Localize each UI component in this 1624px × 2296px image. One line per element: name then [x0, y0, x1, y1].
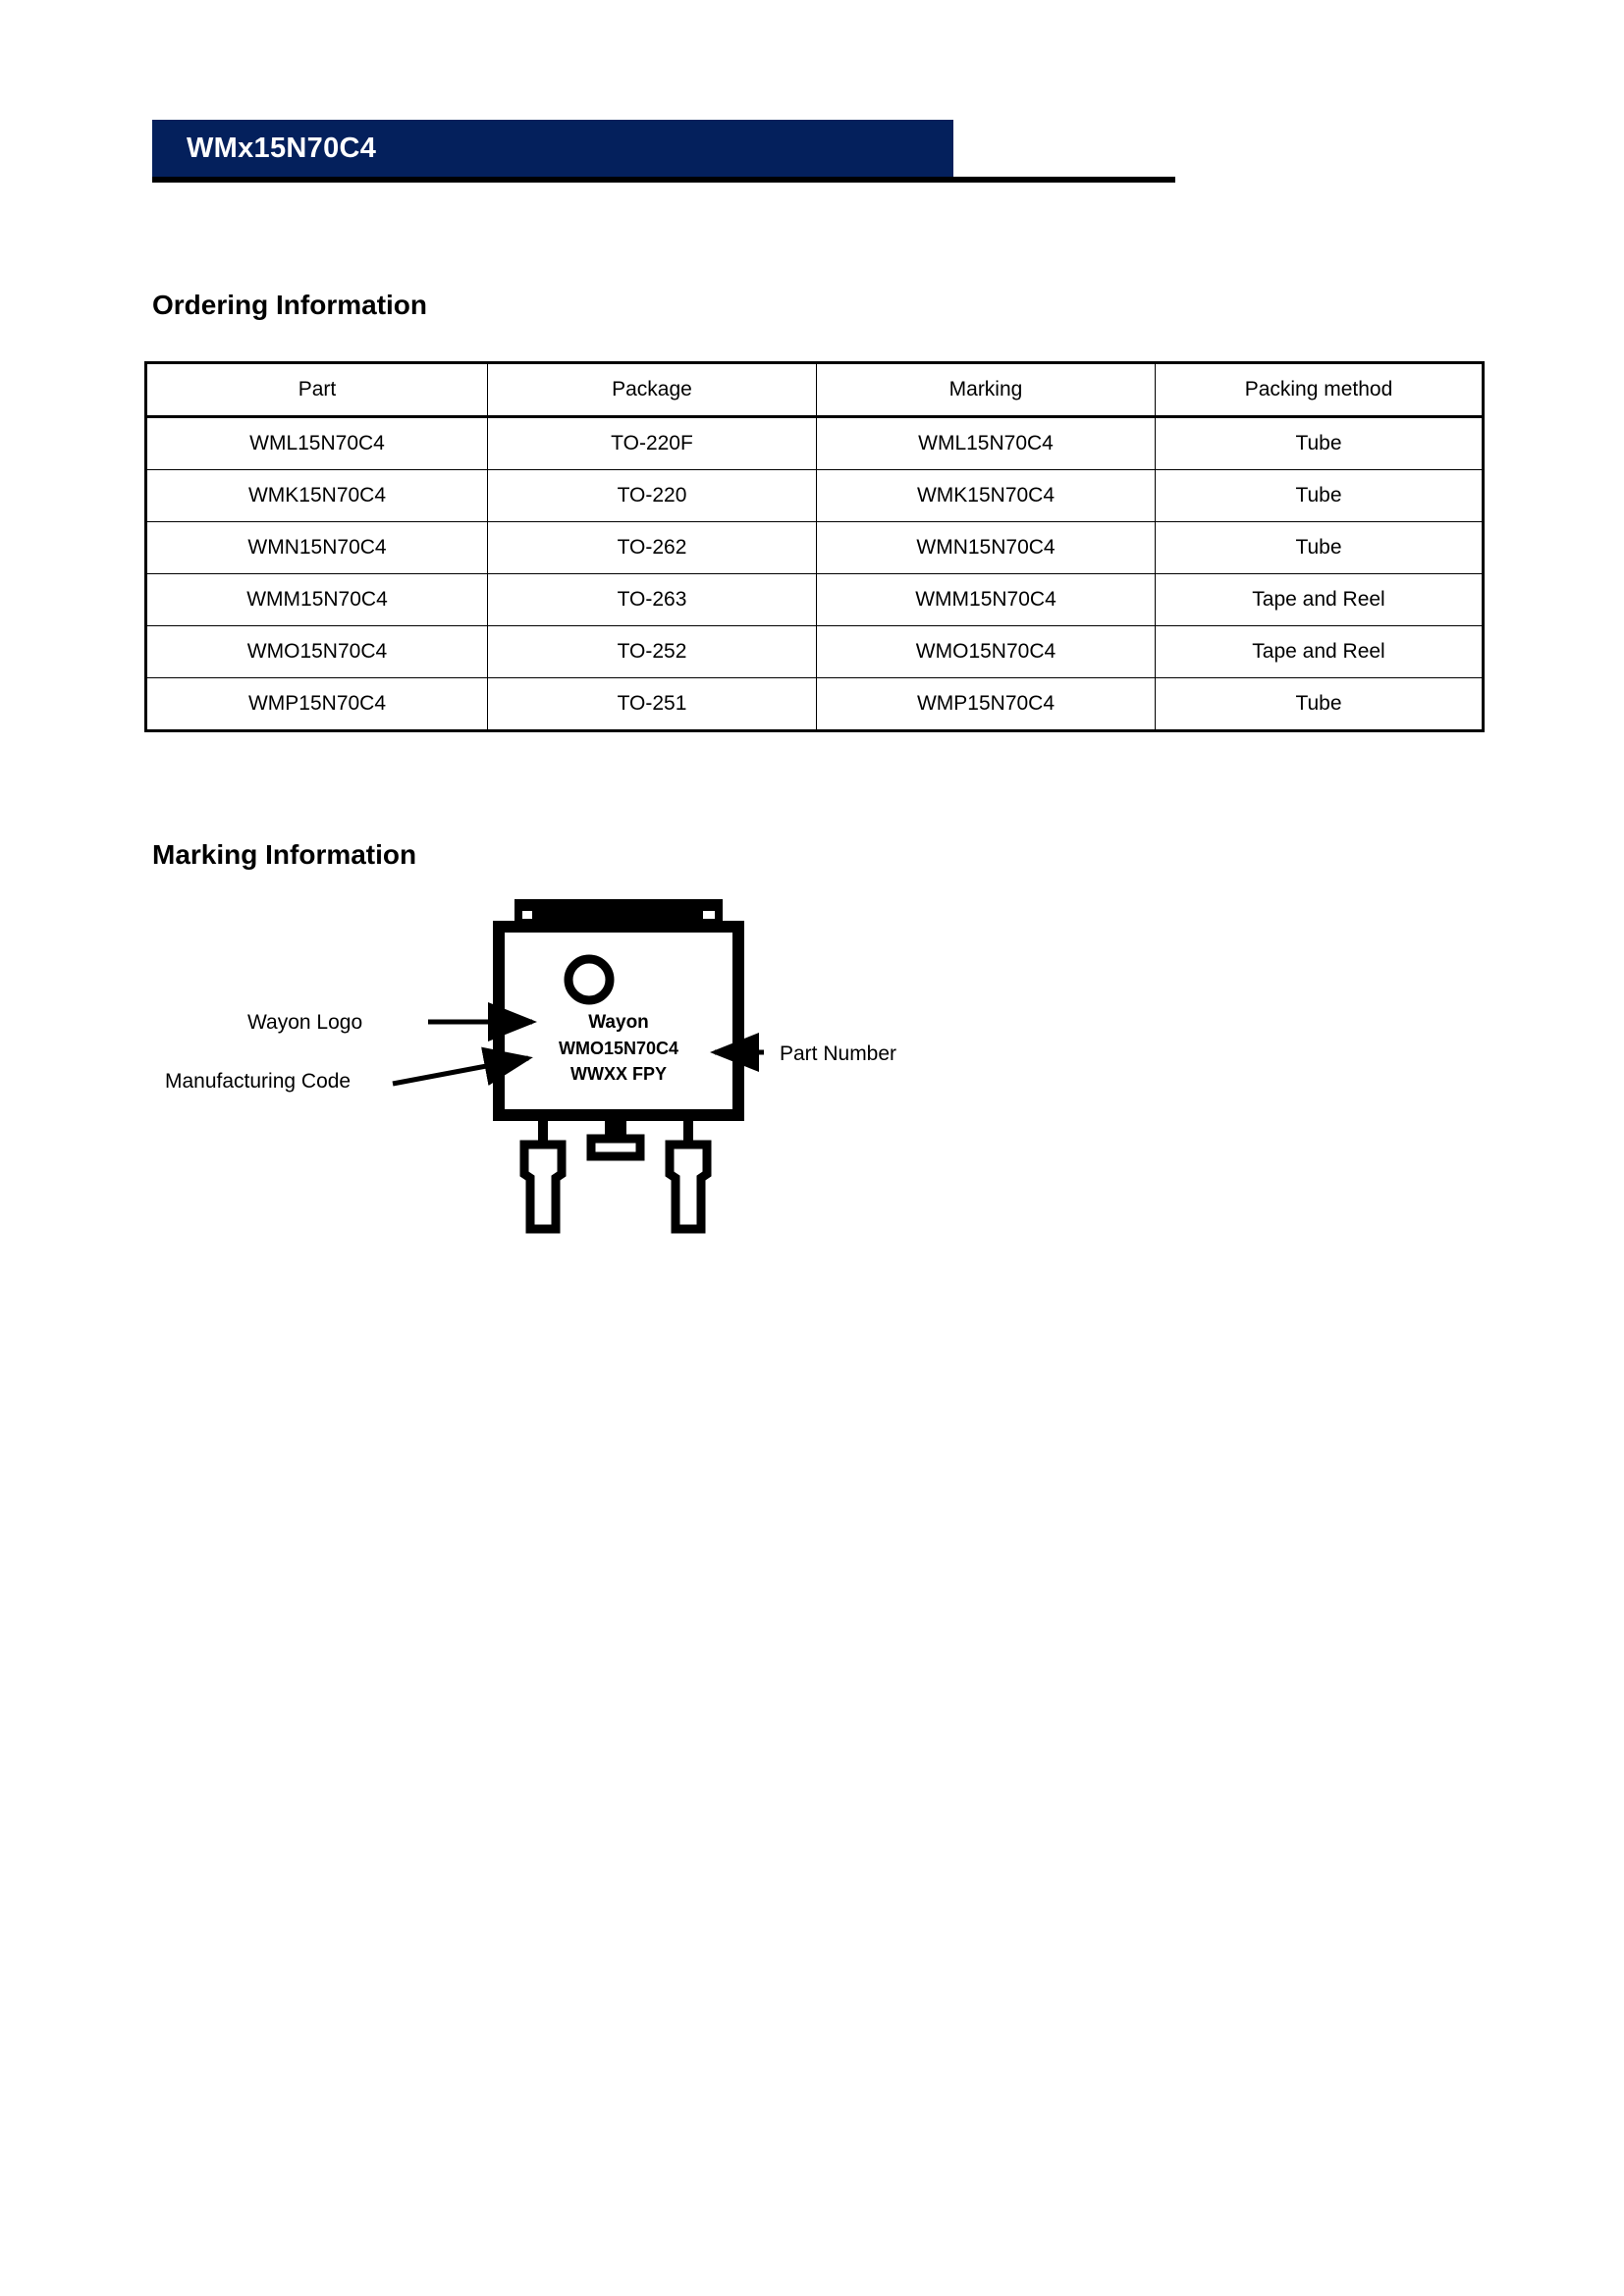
package-marking-line-code: WWXX FPY [570, 1064, 667, 1084]
mounting-hole-icon [564, 954, 615, 1005]
header-divider-rule [152, 177, 1175, 183]
table-row: WMO15N70C4 TO-252 WMO15N70C4 Tape and Re… [144, 625, 1485, 678]
marking-information-heading: Marking Information [152, 839, 417, 871]
cell-packing: Tube [1155, 469, 1485, 522]
page-header: WMx15N70C4 [0, 0, 1624, 196]
cell-package: TO-251 [487, 677, 817, 732]
cell-part: WMK15N70C4 [144, 469, 488, 522]
cell-marking: WML15N70C4 [816, 416, 1156, 470]
column-header-package: Package [487, 361, 817, 418]
ordering-information-heading: Ordering Information [152, 290, 427, 321]
table-row: WMK15N70C4 TO-220 WMK15N70C4 Tube [144, 469, 1485, 522]
cell-part: WMN15N70C4 [144, 521, 488, 574]
ordering-information-table: Part Package Marking Packing method WML1… [144, 361, 1485, 732]
cell-marking: WMK15N70C4 [816, 469, 1156, 522]
column-header-part: Part [144, 361, 488, 418]
callout-label-manufacturing-code: Manufacturing Code [165, 1070, 351, 1093]
cell-package: TO-220F [487, 416, 817, 470]
cell-package: TO-262 [487, 521, 817, 574]
table-row: WML15N70C4 TO-220F WML15N70C4 Tube [144, 416, 1485, 470]
table-header-row: Part Package Marking Packing method [144, 361, 1485, 418]
cell-packing: Tube [1155, 521, 1485, 574]
table-row: WMP15N70C4 TO-251 WMP15N70C4 Tube [144, 677, 1485, 732]
cell-packing: Tube [1155, 416, 1485, 470]
cell-packing: Tape and Reel [1155, 573, 1485, 626]
callout-label-part-number: Part Number [780, 1042, 896, 1065]
callout-arrow-manufacturing-code [392, 1046, 533, 1087]
cell-packing: Tube [1155, 677, 1485, 732]
cell-part: WMP15N70C4 [144, 677, 488, 732]
cell-packing: Tape and Reel [1155, 625, 1485, 678]
cell-marking: WMP15N70C4 [816, 677, 1156, 732]
marking-information-diagram: Wayon WMO15N70C4 WWXX FPY Wayon Logo Man… [147, 893, 1227, 1266]
column-header-packing: Packing method [1155, 361, 1485, 418]
package-marking-line-logo: Wayon [588, 1012, 649, 1033]
table-row: WMN15N70C4 TO-262 WMN15N70C4 Tube [144, 521, 1485, 574]
cell-package: TO-263 [487, 573, 817, 626]
cell-part: WMO15N70C4 [144, 625, 488, 678]
table-row: WMM15N70C4 TO-263 WMM15N70C4 Tape and Re… [144, 573, 1485, 626]
callout-label-wayon-logo: Wayon Logo [247, 1011, 362, 1034]
cell-marking: WMO15N70C4 [816, 625, 1156, 678]
cell-marking: WMM15N70C4 [816, 573, 1156, 626]
header-title-bar: WMx15N70C4 [152, 120, 953, 177]
page-title: WMx15N70C4 [187, 132, 377, 164]
cell-part: WMM15N70C4 [144, 573, 488, 626]
column-header-marking: Marking [816, 361, 1156, 418]
package-marking-line-part: WMO15N70C4 [559, 1039, 678, 1058]
cell-package: TO-252 [487, 625, 817, 678]
cell-marking: WMN15N70C4 [816, 521, 1156, 574]
cell-part: WML15N70C4 [144, 416, 488, 470]
cell-package: TO-220 [487, 469, 817, 522]
